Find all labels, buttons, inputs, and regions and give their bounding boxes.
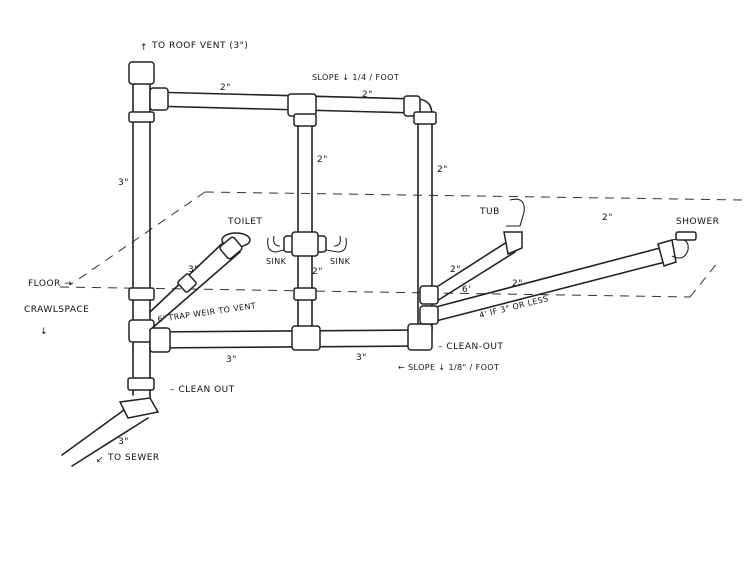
to-sewer-label: TO SEWER (107, 453, 160, 463)
toilet-branch (149, 232, 251, 331)
bottom-drain (149, 323, 433, 353)
sink-left-label: SINK (266, 257, 287, 266)
labels: TO ROOF VENT (3") ↑ SLOPE ↓ 1/4 / FOOT 2… (24, 41, 719, 465)
arrow-up-icon: ↑ (140, 43, 148, 53)
crawlspace-label: CRAWLSPACE (24, 305, 89, 315)
sink-riser (293, 113, 317, 341)
clean-out-left-label: – CLEAN OUT (170, 385, 235, 395)
tub-distance-label: 6' (462, 285, 471, 295)
sink-right-label: SINK (330, 257, 351, 266)
shower-size-label: 2" (602, 213, 613, 223)
top-size-label-b: 2" (362, 90, 373, 100)
mid-size-label: 2" (317, 155, 328, 165)
tub-label: TUB (479, 207, 500, 217)
slope-bottom-label: ← SLOPE ↓ 1/8" / FOOT (398, 363, 499, 372)
stack-size-label: 3" (118, 178, 129, 188)
tub-branch (419, 198, 525, 305)
sink-size-label: 2" (312, 267, 323, 277)
sewer-line (61, 349, 160, 467)
shower-label: SHOWER (676, 217, 719, 227)
toilet-size-label: 3" (188, 265, 199, 275)
bottom-size-label-a: 3" (226, 355, 237, 365)
shower-size-label-b: 2" (512, 279, 523, 289)
arrow-down-icon: ↓ (40, 327, 48, 337)
sewer-arrow-icon: ↙ (96, 455, 104, 465)
bottom-size-label-b: 3" (356, 353, 367, 363)
floor-plane (59, 191, 746, 298)
main-stack (128, 61, 155, 351)
sink-fittings (267, 231, 347, 257)
toilet-label: TOILET (227, 217, 262, 227)
shower-branch (419, 231, 697, 325)
clean-out-right-label: – CLEAN-OUT (438, 342, 503, 352)
slope-top-label: SLOPE ↓ 1/4 / FOOT (312, 73, 399, 82)
roof-vent-label: TO ROOF VENT (3") (151, 41, 248, 51)
trap-weir-label: 6' TRAP WEIR TO VENT (157, 301, 257, 324)
sewer-size-label: 3" (118, 437, 129, 447)
top-size-label-a: 2" (220, 83, 231, 93)
floor-label: FLOOR → (28, 279, 72, 289)
tub-size-label: 2" (450, 265, 461, 275)
right-size-label: 2" (437, 165, 448, 175)
